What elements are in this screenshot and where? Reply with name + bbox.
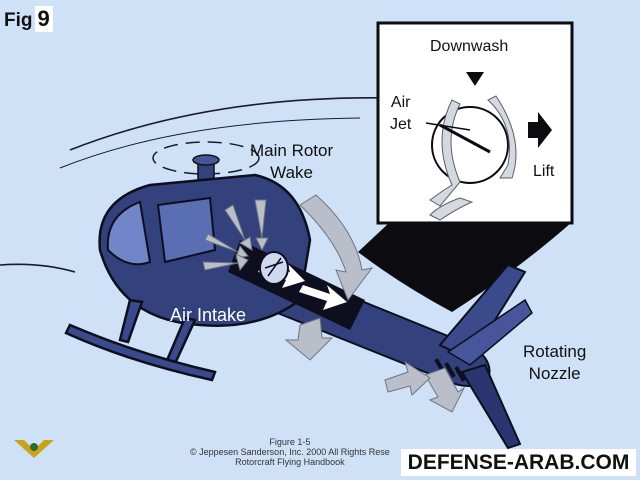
air-jet-line2: Jet	[390, 116, 412, 133]
sky-streaks	[0, 97, 391, 273]
downwash-arrow	[466, 72, 484, 86]
nozzle-side-arrow	[384, 360, 431, 396]
site-logo	[14, 440, 54, 458]
inset-callout-wedge	[358, 222, 572, 312]
credit-line2: © Jeppesen Sanderson, Inc. 2000 All Righ…	[190, 447, 390, 457]
lift-label: Lift	[533, 163, 555, 180]
lift-arrow	[528, 112, 552, 148]
tail-fin-lower	[460, 363, 522, 450]
landing-skids	[64, 298, 217, 382]
credit-line3: Rotorcraft Flying Handbook	[235, 457, 345, 467]
figure-credit: Figure 1-5 © Jeppesen Sanderson, Inc. 20…	[190, 437, 390, 467]
inset-flow-arrows	[429, 95, 517, 221]
credit-line1: Figure 1-5	[269, 437, 311, 447]
figure-label-prefix: Fig	[4, 10, 33, 31]
air-jet-label: Air Jet	[390, 92, 411, 136]
main-rotor-wake-arrow	[299, 194, 374, 302]
cockpit-window	[106, 200, 152, 266]
figure-number: 9	[34, 6, 53, 32]
downwash-label: Downwash	[430, 38, 509, 55]
main-rotor-wake-line1: Main Rotor	[250, 141, 334, 160]
main-rotor-wake-line2: Wake	[270, 163, 313, 182]
tail-stabilizer	[446, 298, 533, 366]
nozzle-exhaust-arrow	[424, 367, 466, 413]
intake-fan	[259, 251, 289, 285]
door-window	[156, 196, 217, 264]
downward-flow-arrow	[284, 317, 334, 361]
rotating-nozzle-line1: Rotating	[523, 342, 587, 361]
rotating-nozzle-line2: Nozzle	[528, 364, 581, 383]
air-intake-arrows	[202, 199, 269, 272]
rotating-nozzle-label: Rotating Nozzle	[523, 341, 586, 385]
air-jet-pointer	[425, 122, 471, 131]
air-jet-line1: Air	[390, 94, 411, 111]
watermark-banner: DEFENSE-ARAB.COM	[401, 449, 636, 476]
inset-slot	[439, 123, 491, 154]
main-rotor-wake-label: Main Rotor Wake	[250, 140, 333, 184]
air-intake-label: Air Intake	[170, 305, 247, 325]
